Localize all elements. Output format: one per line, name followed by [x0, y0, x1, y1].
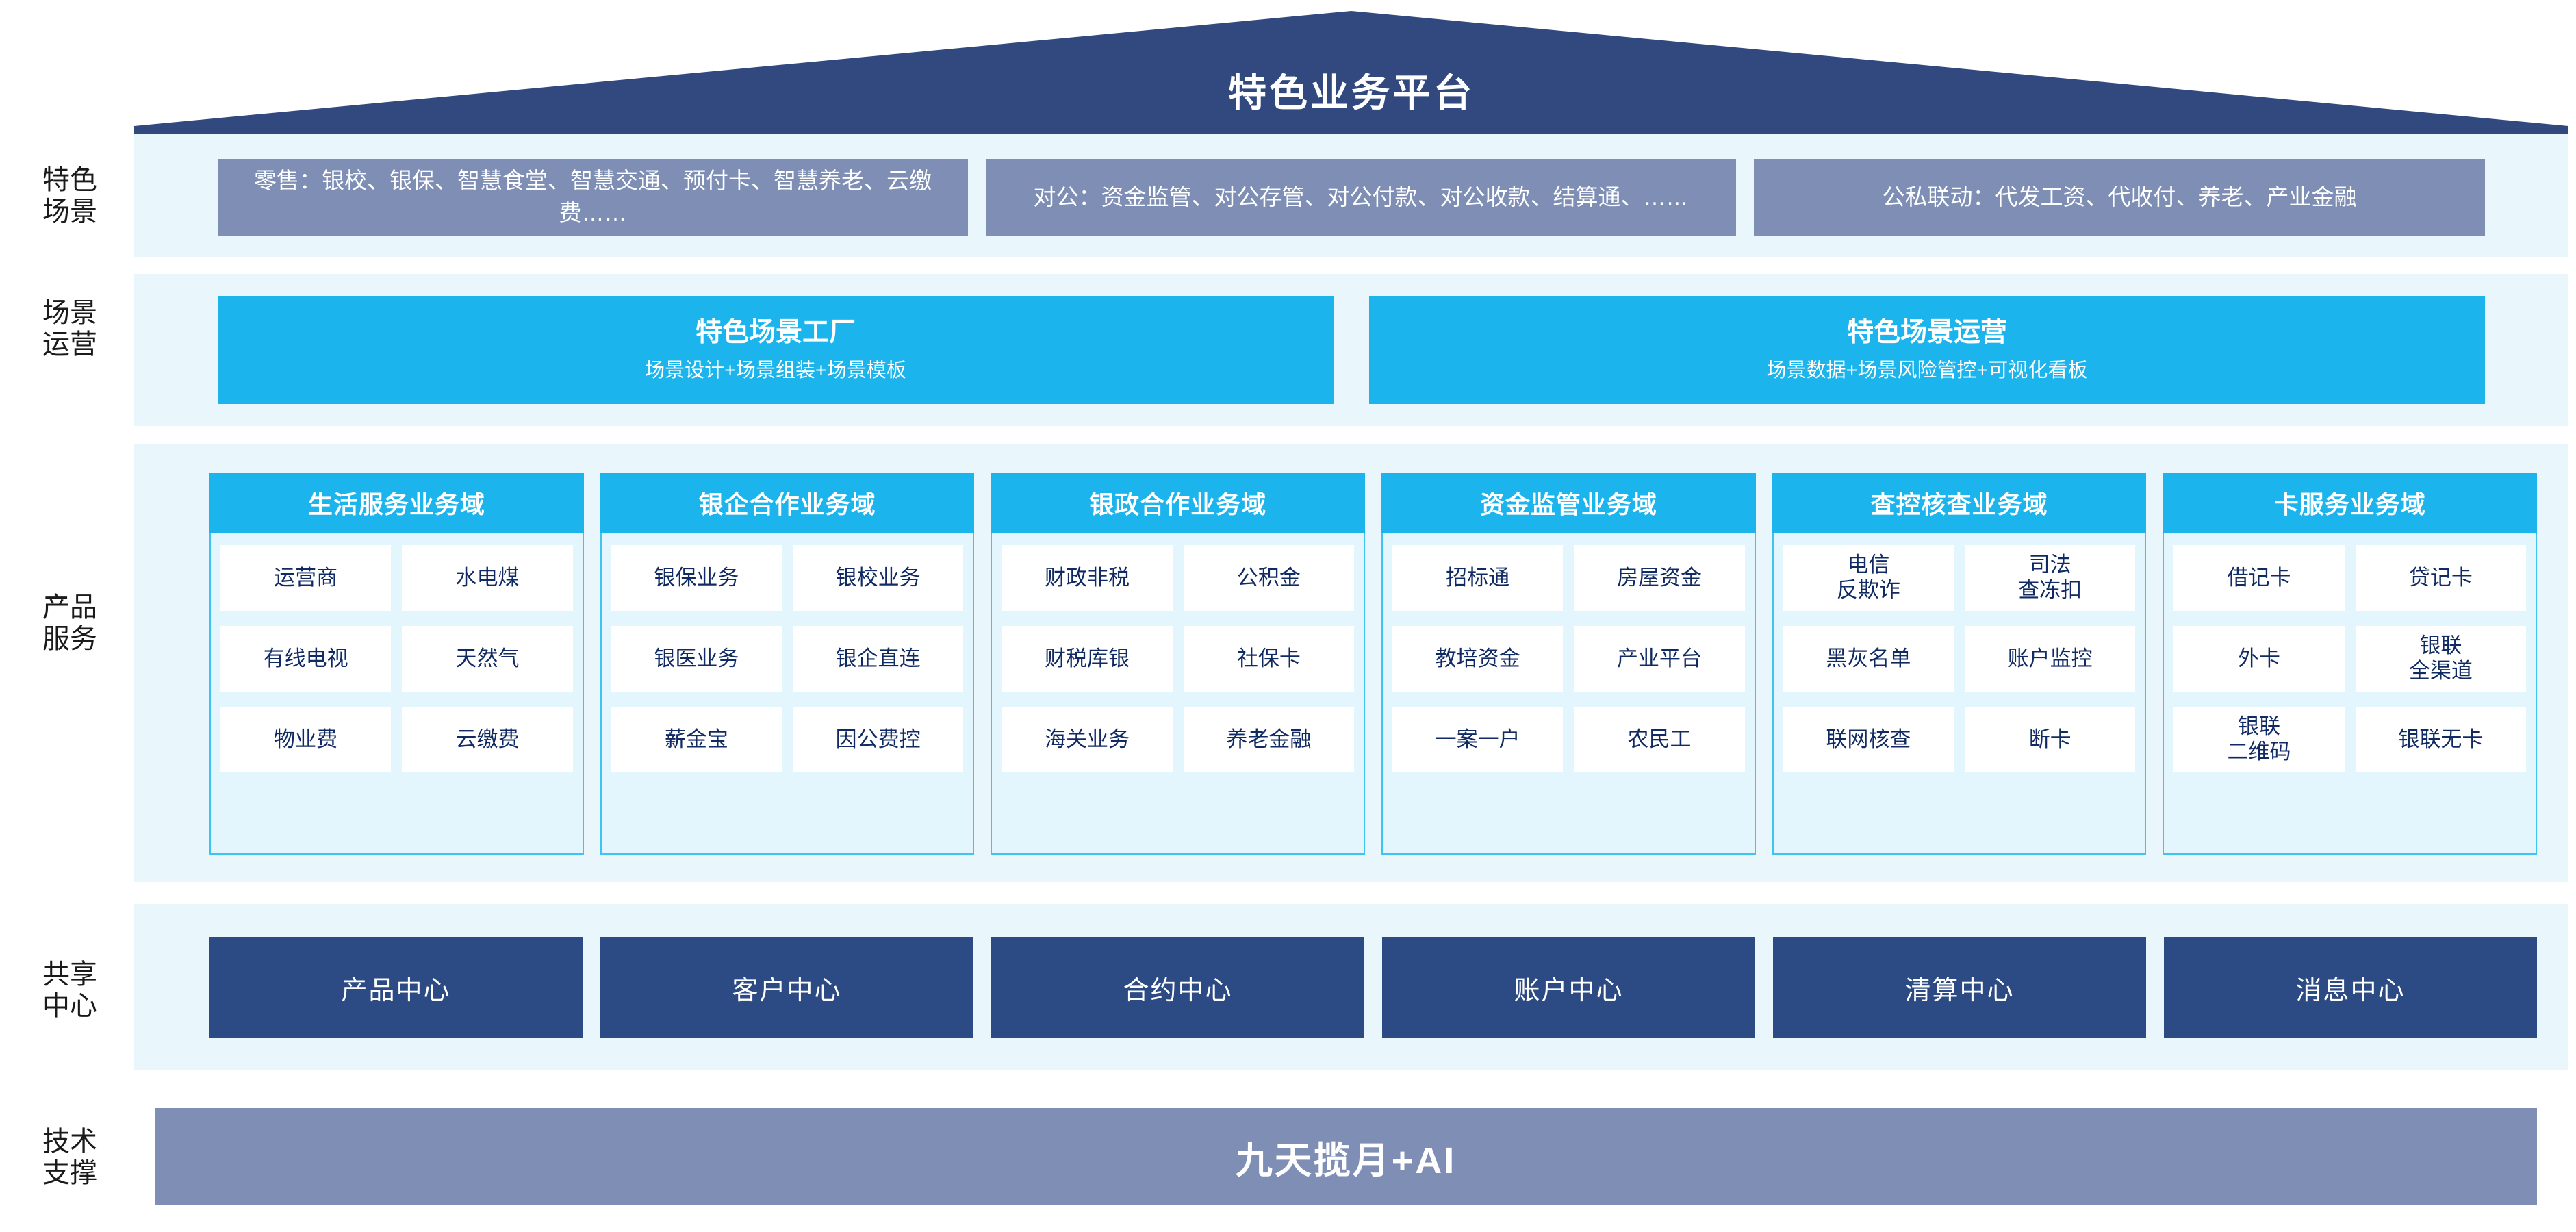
product-tile[interactable]: 农民工: [1574, 707, 1745, 772]
shared-center-contract[interactable]: 合约中心: [991, 937, 1364, 1038]
row-label-product-line2: 服务: [42, 624, 97, 654]
shared-center-message[interactable]: 消息中心: [2164, 937, 2537, 1038]
product-tile[interactable]: 银保业务: [611, 545, 782, 611]
platform-roof: 特色业务平台: [134, 11, 2568, 136]
product-tile[interactable]: 银医业务: [611, 626, 782, 692]
product-tile[interactable]: 黑灰名单: [1783, 626, 1954, 692]
operation-operation-title: 特色场景运营: [1846, 318, 2007, 348]
row-label-tech-support: 技术 支撑: [10, 1103, 130, 1212]
shared-center-row: 产品中心 客户中心 合约中心 账户中心 清算中心 消息中心: [209, 937, 2537, 1038]
product-tile[interactable]: 银联 全渠道: [2355, 626, 2527, 692]
row-label-operation-line1: 场景: [42, 297, 97, 328]
product-tile[interactable]: 联网核查: [1783, 707, 1954, 772]
row-label-product: 产品 服务: [10, 568, 130, 678]
product-tile[interactable]: 司法 查冻扣: [1965, 545, 2136, 611]
operation-factory-subtitle: 场景设计+场景组装+场景模板: [645, 360, 906, 381]
operation-operation-subtitle: 场景数据+场景风险管控+可视化看板: [1766, 360, 2088, 381]
product-tile[interactable]: 有线电视: [220, 626, 392, 692]
product-tile[interactable]: 银联无卡: [2355, 707, 2527, 772]
product-tile[interactable]: 贷记卡: [2355, 545, 2527, 611]
row-label-scenario-line1: 特色: [42, 164, 97, 195]
product-domain-bank-government: 银政合作业务域 财政非税 公积金 财税库银 社保卡 海关业务 养老金融: [991, 473, 1366, 855]
product-domain-fund-supervision-title: 资金监管业务域: [1381, 473, 1756, 533]
product-domain-life-service-body: 运营商 水电煤 有线电视 天然气 物业费 云缴费: [209, 533, 584, 855]
shared-center-customer[interactable]: 客户中心: [600, 937, 973, 1038]
scenario-box-public-private[interactable]: 公私联动：代发工资、代收付、养老、产业金融: [1754, 159, 2485, 236]
row-label-tech-support-line1: 技术: [42, 1126, 97, 1157]
product-domain-fund-supervision-body: 招标通 房屋资金 教培资金 产业平台 一案一户 农民工: [1381, 533, 1756, 855]
product-tile[interactable]: 公积金: [1183, 545, 1355, 611]
product-domain-row: 生活服务业务域 运营商 水电煤 有线电视 天然气 物业费 云缴费 银企合作业务域…: [209, 473, 2538, 855]
shared-center-product[interactable]: 产品中心: [209, 937, 583, 1038]
product-tile[interactable]: 招标通: [1392, 545, 1564, 611]
product-tile[interactable]: 财税库银: [1002, 626, 1173, 692]
scenario-box-corporate[interactable]: 对公：资金监管、对公存管、对公付款、对公收款、结算通、……: [986, 159, 1736, 236]
row-label-operation: 场景 运营: [10, 274, 130, 384]
product-domain-card-service-title: 卡服务业务域: [2163, 473, 2538, 533]
product-tile[interactable]: 社保卡: [1183, 626, 1355, 692]
row-label-shared-center: 共享 中心: [10, 935, 130, 1045]
product-tile[interactable]: 银校业务: [793, 545, 964, 611]
product-tile[interactable]: 因公费控: [793, 707, 964, 772]
tech-support-bar[interactable]: 九天揽月+AI: [155, 1108, 2537, 1205]
product-tile[interactable]: 外卡: [2173, 626, 2345, 692]
operation-row: 特色场景工厂 场景设计+场景组装+场景模板 特色场景运营 场景数据+场景风险管控…: [218, 296, 2485, 404]
product-domain-investigation-control-body: 电信 反欺诈 司法 查冻扣 黑灰名单 账户监控 联网核查 断卡: [1772, 533, 2147, 855]
product-domain-bank-enterprise-title: 银企合作业务域: [600, 473, 975, 533]
row-label-shared-center-line2: 中心: [42, 991, 97, 1021]
product-tile[interactable]: 断卡: [1965, 707, 2136, 772]
product-tile[interactable]: 电信 反欺诈: [1783, 545, 1954, 611]
product-tile[interactable]: 产业平台: [1574, 626, 1745, 692]
roof-triangle-shape: [134, 11, 2568, 136]
product-tile[interactable]: 养老金融: [1183, 707, 1355, 772]
product-domain-bank-enterprise: 银企合作业务域 银保业务 银校业务 银医业务 银企直连 薪金宝 因公费控: [600, 473, 975, 855]
operation-factory-title: 特色场景工厂: [695, 318, 856, 348]
operation-box-scene-factory[interactable]: 特色场景工厂 场景设计+场景组装+场景模板: [218, 296, 1334, 404]
product-domain-life-service-title: 生活服务业务域: [209, 473, 584, 533]
product-tile[interactable]: 财政非税: [1002, 545, 1173, 611]
row-label-operation-line2: 运营: [42, 329, 97, 360]
product-tile[interactable]: 薪金宝: [611, 707, 782, 772]
product-tile[interactable]: 一案一户: [1392, 707, 1564, 772]
product-tile[interactable]: 水电煤: [402, 545, 573, 611]
row-label-shared-center-line1: 共享: [42, 959, 97, 990]
product-tile[interactable]: 海关业务: [1002, 707, 1173, 772]
product-domain-investigation-control-title: 查控核查业务域: [1772, 473, 2147, 533]
product-domain-bank-enterprise-body: 银保业务 银校业务 银医业务 银企直连 薪金宝 因公费控: [600, 533, 975, 855]
row-label-scenario-line2: 场景: [42, 197, 97, 227]
product-tile[interactable]: 物业费: [220, 707, 392, 772]
product-domain-bank-government-title: 银政合作业务域: [991, 473, 1366, 533]
product-domain-card-service: 卡服务业务域 借记卡 贷记卡 外卡 银联 全渠道 银联 二维码 银联无卡: [2163, 473, 2538, 855]
product-tile[interactable]: 天然气: [402, 626, 573, 692]
product-tile[interactable]: 账户监控: [1965, 626, 2136, 692]
product-tile[interactable]: 银企直连: [793, 626, 964, 692]
shared-center-settlement[interactable]: 清算中心: [1773, 937, 2146, 1038]
row-label-scenario: 特色 场景: [10, 141, 130, 251]
row-label-tech-support-line2: 支撑: [42, 1158, 97, 1188]
shared-center-account[interactable]: 账户中心: [1382, 937, 1755, 1038]
operation-box-scene-operation[interactable]: 特色场景运营 场景数据+场景风险管控+可视化看板: [1369, 296, 2485, 404]
product-domain-fund-supervision: 资金监管业务域 招标通 房屋资金 教培资金 产业平台 一案一户 农民工: [1381, 473, 1756, 855]
scenario-row: 零售：银校、银保、智慧食堂、智慧交通、预付卡、智慧养老、云缴费…… 对公：资金监…: [218, 159, 2485, 236]
row-label-product-line1: 产品: [42, 592, 97, 623]
product-tile[interactable]: 云缴费: [402, 707, 573, 772]
product-tile[interactable]: 房屋资金: [1574, 545, 1745, 611]
product-domain-investigation-control: 查控核查业务域 电信 反欺诈 司法 查冻扣 黑灰名单 账户监控 联网核查 断卡: [1772, 473, 2147, 855]
product-tile[interactable]: 银联 二维码: [2173, 707, 2345, 772]
product-domain-life-service: 生活服务业务域 运营商 水电煤 有线电视 天然气 物业费 云缴费: [209, 473, 584, 855]
scenario-box-retail[interactable]: 零售：银校、银保、智慧食堂、智慧交通、预付卡、智慧养老、云缴费……: [218, 159, 968, 236]
product-tile[interactable]: 运营商: [220, 545, 392, 611]
product-domain-card-service-body: 借记卡 贷记卡 外卡 银联 全渠道 银联 二维码 银联无卡: [2163, 533, 2538, 855]
product-domain-bank-government-body: 财政非税 公积金 财税库银 社保卡 海关业务 养老金融: [991, 533, 1366, 855]
product-tile[interactable]: 借记卡: [2173, 545, 2345, 611]
product-tile[interactable]: 教培资金: [1392, 626, 1564, 692]
